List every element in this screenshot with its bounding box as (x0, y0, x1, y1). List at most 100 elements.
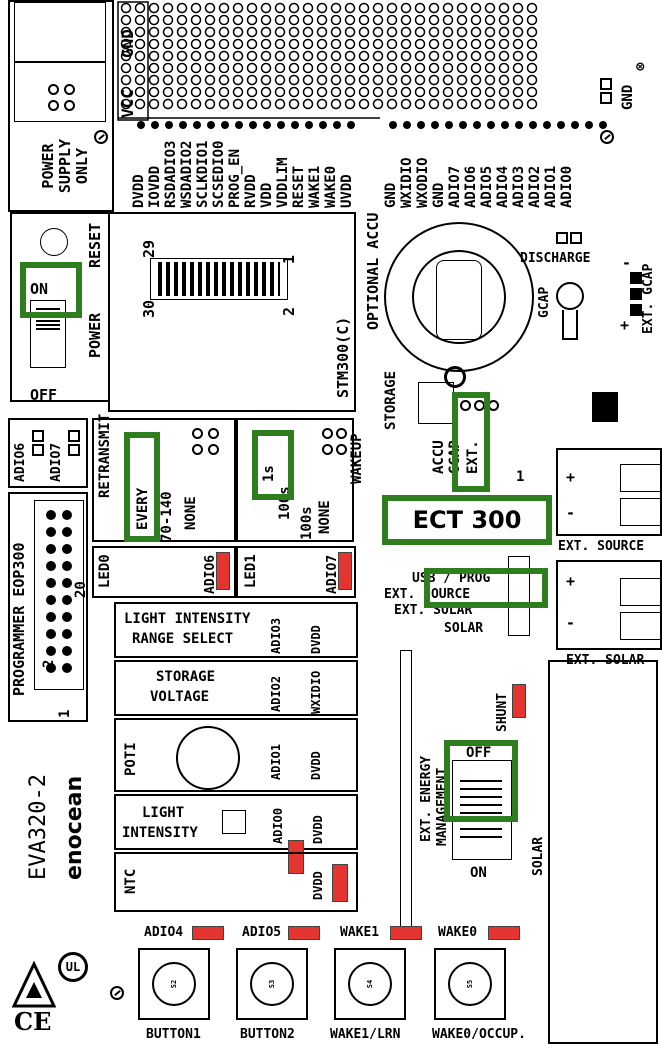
shunt-jumper[interactable] (512, 684, 526, 718)
perfboard-hole (134, 86, 146, 98)
ext-solar-terminal[interactable] (620, 578, 662, 606)
perfboard-hole (400, 50, 412, 62)
wake0-jumper[interactable] (488, 926, 520, 940)
perfboard-hole (470, 86, 482, 98)
perfboard-hole (246, 74, 258, 86)
perfboard-hole (344, 2, 356, 14)
perfboard-hole (302, 86, 314, 98)
perfboard-hole (316, 50, 328, 62)
adio6-jumper[interactable] (32, 430, 44, 442)
programmer-pin (46, 510, 56, 520)
potentiometer-knob[interactable] (176, 726, 240, 790)
header-pin (137, 121, 145, 129)
wakeup-pin[interactable] (322, 428, 333, 439)
perfboard-hole (232, 50, 244, 62)
perfboard-hole (302, 14, 314, 26)
led1-label: LED1 (243, 554, 259, 588)
light-intensity-dvdd: DVDD (311, 815, 325, 844)
header-pin (165, 121, 173, 129)
perfboard-hole (414, 86, 426, 98)
adio6-jumper[interactable] (32, 444, 44, 456)
perfboard-hole (232, 98, 244, 110)
perfboard-hole (414, 98, 426, 110)
led0-block (92, 546, 236, 598)
ntc-jumper[interactable] (332, 864, 348, 902)
adio7-jumper[interactable] (68, 430, 80, 442)
perfboard-hole (456, 86, 468, 98)
perfboard-hole (400, 38, 412, 50)
button2[interactable]: S3 (236, 948, 308, 1020)
power-jack-icon (14, 2, 106, 62)
perfboard-hole (428, 62, 440, 74)
wake1-jumper[interactable] (390, 926, 422, 940)
ext-source-label: EXT. SOURCE (558, 539, 645, 554)
retransmit-pin[interactable] (192, 428, 203, 439)
header-pin (445, 121, 453, 129)
perfboard-hole (162, 38, 174, 50)
perfboard-hole (190, 62, 202, 74)
perfboard-hole (134, 50, 146, 62)
perfboard-hole (400, 86, 412, 98)
perfboard-hole (148, 98, 160, 110)
perfboard-hole (498, 38, 510, 50)
ext-gcap-header (630, 288, 642, 300)
led0-jumper[interactable] (216, 552, 230, 590)
perfboard-hole (120, 50, 132, 62)
adio4-label: ADIO4 (144, 925, 184, 940)
retransmit-pin[interactable] (208, 428, 219, 439)
energy-switch[interactable] (452, 760, 512, 860)
storage-pin[interactable] (460, 400, 471, 411)
programmer-pin (46, 527, 56, 537)
perfboard-hole (176, 2, 188, 14)
header-pin (235, 121, 243, 129)
header-pin (277, 121, 285, 129)
solar-cell-area (548, 660, 658, 1044)
wakeup-pin[interactable] (336, 444, 347, 455)
ext-source-terminal[interactable] (620, 464, 662, 492)
power-slide-switch[interactable] (30, 300, 66, 368)
wake1-lrn-button[interactable]: S4 (334, 948, 406, 1020)
ext-gcap-header (630, 304, 642, 316)
perfboard-hole (288, 62, 300, 74)
retransmit-none: NONE (183, 496, 199, 530)
stm-pin-label: ADIO5 (479, 165, 495, 208)
stm-pin-label: PROG_EN (227, 148, 243, 208)
perfboard-hole (134, 14, 146, 26)
perfboard-hole (414, 38, 426, 50)
retransmit-pin[interactable] (208, 444, 219, 455)
button1[interactable]: S2 (138, 948, 210, 1020)
perfboard-hole (498, 2, 510, 14)
energy-switch-knob-icon (460, 778, 502, 838)
wakeup-pin[interactable] (322, 444, 333, 455)
light-intensity-jumper[interactable] (288, 840, 304, 874)
perfboard-hole (302, 38, 314, 50)
perfboard-hole (218, 62, 230, 74)
perfboard-hole (218, 86, 230, 98)
adio4-jumper[interactable] (192, 926, 224, 940)
perfboard-hole (372, 86, 384, 98)
discharge-jumper[interactable] (570, 232, 582, 244)
header-pin (543, 121, 551, 129)
ext-solar-terminal[interactable] (620, 612, 662, 640)
stm300-label: STM300(C) (334, 316, 352, 398)
adio7-jumper[interactable] (68, 444, 80, 456)
wake0-occup-button[interactable]: S5 (434, 948, 506, 1020)
usb-prog-label: USB / PROG (412, 571, 491, 586)
perfboard-hole (190, 50, 202, 62)
perfboard-hole (470, 38, 482, 50)
led1-jumper[interactable] (338, 552, 352, 590)
perfboard-hole (512, 50, 524, 62)
wakeup-pin[interactable] (336, 428, 347, 439)
programmer-block (8, 492, 88, 722)
light-intensity-label-1: LIGHT (142, 805, 185, 821)
reset-button[interactable] (40, 228, 68, 256)
source-selector[interactable] (508, 556, 530, 636)
adio5-jumper[interactable] (288, 926, 320, 940)
retransmit-pin[interactable] (192, 444, 203, 455)
button2-label: BUTTON2 (240, 1027, 295, 1042)
stm-pin-label: ADIO1 (543, 165, 559, 208)
perfboard-hole (204, 86, 216, 98)
discharge-jumper[interactable] (556, 232, 568, 244)
ext-source-terminal[interactable] (620, 498, 662, 526)
programmer-pin-1: 1 (57, 709, 73, 718)
